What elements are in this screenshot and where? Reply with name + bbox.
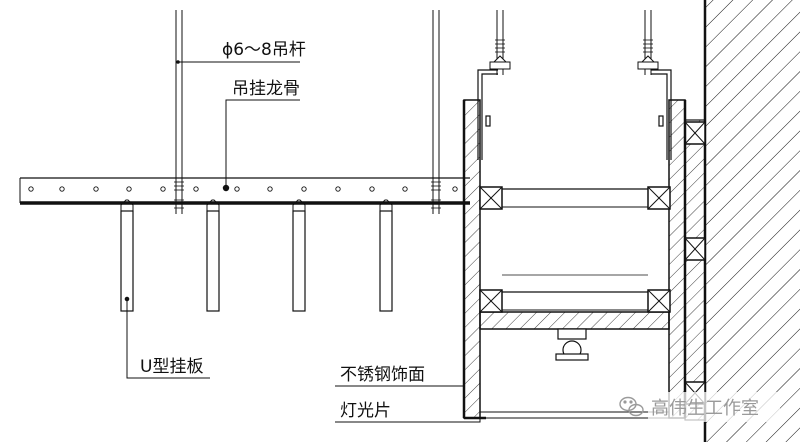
label-keel: 吊挂龙骨 [232, 79, 300, 99]
l-brackets [477, 69, 672, 160]
label-light-sheet: 灯光片 [340, 401, 391, 421]
light-fixture [555, 328, 589, 361]
u-panels [120, 210, 393, 312]
rod-nuts [489, 55, 659, 70]
rod-threads [174, 39, 653, 209]
concrete-wall [703, 0, 800, 442]
shelf-board [479, 311, 670, 330]
suspension-rods [175, 10, 652, 214]
leader-lines [126, 61, 481, 423]
watermark-text: 高伟生工作室 [651, 398, 759, 419]
trough-joists [502, 188, 648, 311]
watermark: 高伟生工作室 [619, 392, 780, 422]
u-panel-clips [120, 199, 393, 302]
steel-finish-edge [462, 100, 687, 418]
wechat-icon [619, 396, 644, 417]
label-u-panel: U型挂板 [140, 357, 203, 377]
rod-leader-dot [176, 60, 180, 64]
label-rod: ϕ6～8吊杆 [222, 40, 306, 60]
label-steel-finish: 不锈钢饰面 [340, 365, 425, 385]
hanging-keel [19, 177, 470, 205]
wall-battens [684, 119, 706, 421]
light-sheet [464, 411, 669, 420]
